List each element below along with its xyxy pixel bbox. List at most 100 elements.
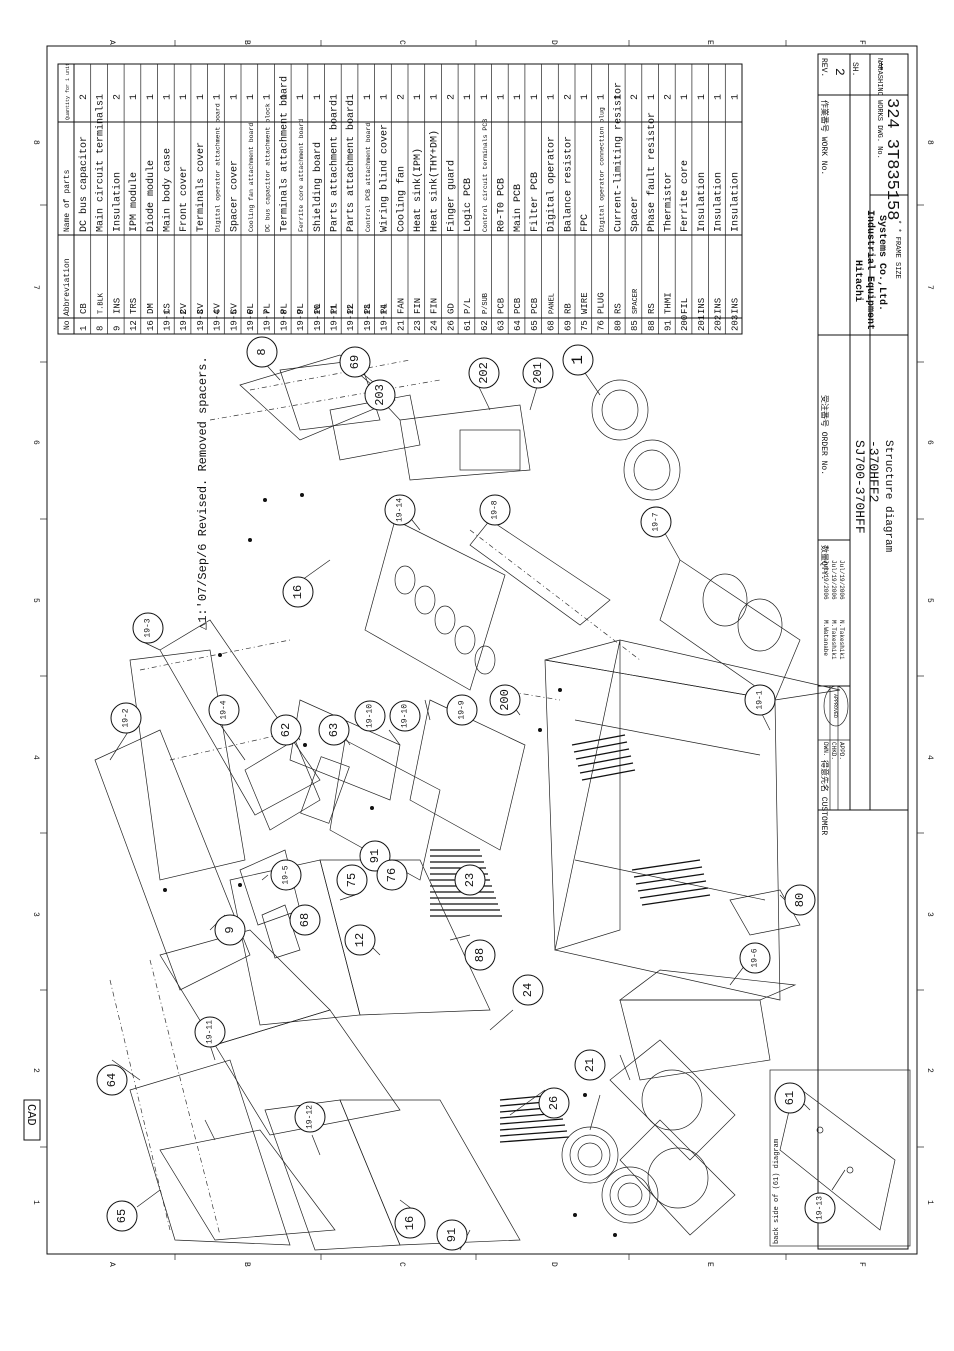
table-cell-qty: 1 [279, 94, 290, 100]
table-cell-abbr: PL [346, 303, 356, 314]
table-cell-no: 8 [96, 326, 106, 331]
work-label: 作業番号 WORK No. [819, 100, 830, 175]
callout-label: 8 [255, 348, 269, 355]
table-header-qty: Quantity for 1 unit [65, 63, 71, 120]
table-cell-abbr: PL [313, 303, 323, 314]
table-cell-abbr: INS [112, 298, 122, 314]
callout-19-13: 19-13 [804, 1192, 836, 1224]
table-cell-abbr: PL [363, 303, 373, 314]
table-cell-qty: 1 [163, 94, 174, 100]
table-cell-qty: 1 [480, 94, 491, 100]
table-cell-no: 19-11 [330, 304, 340, 331]
callout-75: 75 [336, 864, 368, 896]
table-cell-name: Filter PCB [529, 172, 541, 232]
table-cell-qty: 1 [129, 94, 140, 100]
callout-label: 68 [298, 913, 312, 927]
callout-76: 76 [376, 859, 408, 891]
callout-label: 19-6 [751, 948, 760, 967]
table-cell-qty: 1 [313, 94, 324, 100]
table-cell-name: Parts attachment board [345, 100, 357, 232]
table-cell-name: Thermistor [663, 172, 675, 232]
callout-label: 202 [477, 362, 491, 384]
callout-64: 64 [96, 1064, 128, 1096]
row-label-top-c: C [397, 40, 406, 45]
table-cell-abbr: INS [714, 298, 724, 314]
table-cell-no: 80 [613, 320, 623, 331]
callout-label: 64 [105, 1073, 119, 1087]
table-cell-no: 65 [530, 320, 540, 331]
table-cell-qty: 1 [580, 94, 591, 100]
table-cell-qty: 1 [463, 94, 474, 100]
callout-label: 19-9 [458, 700, 467, 719]
table-cell-abbr: CS [163, 303, 173, 314]
table-cell-name: Insulation [696, 172, 708, 232]
table-cell-name: Digital operator attachment board [215, 103, 222, 232]
callout-label: 91 [445, 1228, 459, 1242]
callout-19-1: 19-1 [744, 684, 776, 716]
table-cell-name: R0-T0 PCB [497, 178, 508, 232]
table-cell-no: 202 [714, 315, 724, 331]
callout-16a: 16 [394, 1207, 426, 1239]
col-label-right-8: 8 [925, 140, 934, 145]
callout-label: 19-14 [396, 498, 405, 522]
callout-label: 19-3 [144, 618, 153, 637]
callout-label: 9 [223, 926, 237, 933]
table-cell-name: Control circuit terminals PCB [482, 119, 489, 232]
table-cell-abbr: INS [730, 298, 740, 314]
table-cell-no: 19-13 [363, 304, 373, 331]
table-cell-qty: 1 [229, 94, 240, 100]
chkd-label: CHKD. [830, 742, 837, 760]
callout-62: 62 [270, 714, 302, 746]
callout-23: 23 [454, 864, 486, 896]
table-cell-name: Spacer [630, 196, 641, 232]
col-label-left-4: 4 [31, 755, 40, 760]
callout-label: 24 [521, 983, 535, 997]
table-cell-no: 19-6 [246, 309, 256, 331]
row-label-top-d: D [549, 40, 558, 45]
table-cell-abbr: PL [330, 303, 340, 314]
table-cell-name: Shielding board [312, 142, 324, 232]
table-cell-name: DC bus capacitor attachment block [265, 103, 272, 232]
callout-65: 65 [106, 1200, 138, 1232]
table-cell-no: 19-1 [163, 309, 173, 331]
table-cell-qty: 1 [246, 94, 257, 100]
drawing-frame [40, 40, 924, 1260]
table-cell-no: 91 [664, 320, 674, 331]
table-cell-name: Parts attachment board [329, 100, 341, 232]
table-cell-abbr: DM [146, 303, 156, 314]
callout-label: 19-8 [491, 500, 500, 519]
callout-label: 1 [569, 355, 587, 365]
company-line-2: Industrial Equipment [864, 210, 876, 330]
table-cell-abbr: RB [563, 303, 573, 314]
drawing-title: Structure diagram [882, 440, 894, 553]
callout-label: 201 [531, 362, 545, 384]
callout-label: 76 [385, 868, 399, 882]
table-cell-name: DC bus capacitor [78, 136, 90, 232]
table-cell-no: 62 [480, 320, 490, 331]
table-cell-qty: 1 [96, 94, 107, 100]
table-cell-no: 88 [647, 320, 657, 331]
table-cell-qty: 1 [597, 94, 608, 100]
col-label-left-5: 5 [31, 598, 40, 603]
col-label-right-7: 7 [925, 285, 934, 290]
table-cell-abbr: PCB [497, 297, 507, 314]
table-cell-abbr: PCB [513, 297, 523, 314]
table-cell-qty: 1 [330, 94, 341, 100]
row-label-top-f: F [857, 40, 866, 45]
callout-label: 21 [583, 1058, 597, 1072]
callout-12: 12 [344, 924, 376, 956]
